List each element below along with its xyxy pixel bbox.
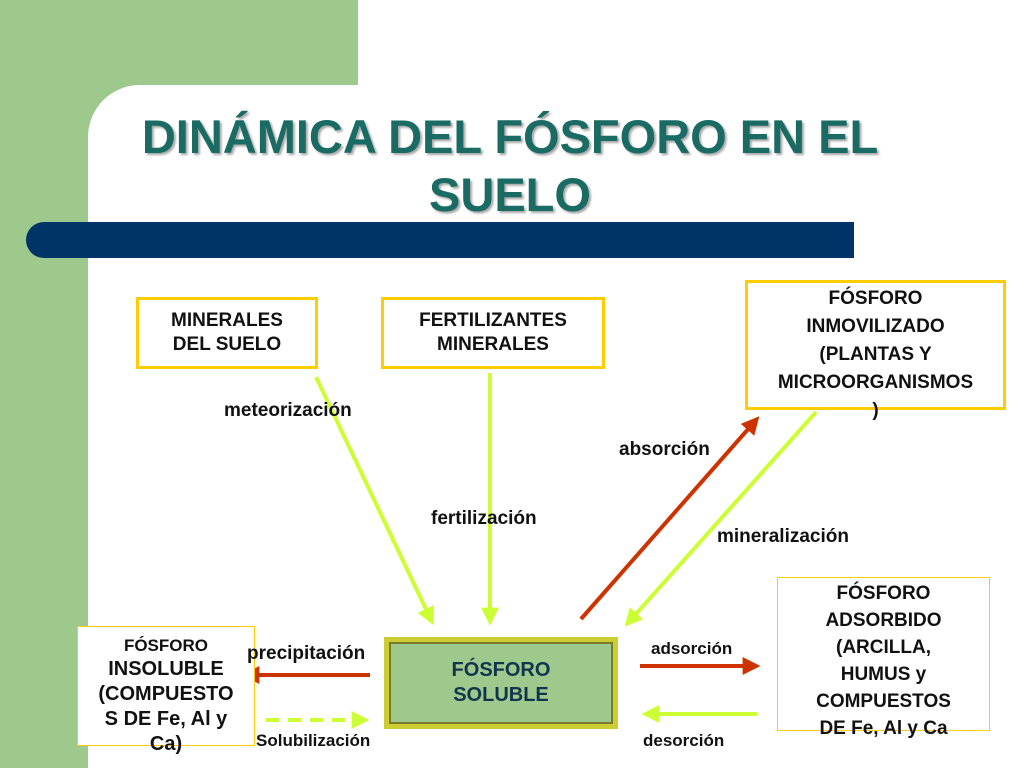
label-solubilizacion: Solubilización <box>256 731 371 750</box>
box-minerales-del-suelo: MINERALES DEL SUELO <box>136 297 318 369</box>
box-fosforo-insoluble: FÓSFORO INSOLUBLE (COMPUESTO S DE Fe, Al… <box>77 626 255 755</box>
box-minerales-label: MINERALES DEL SUELO <box>171 310 283 355</box>
label-mineralizacion: mineralización <box>717 526 849 547</box>
box-soluble-label: FÓSFORO SOLUBLE <box>389 642 613 724</box>
title-underline-bar <box>26 222 854 258</box>
box-inmovilizado-label: FÓSFORO INMOVILIZADO (PLANTAS Y MICROORG… <box>777 288 974 421</box>
label-desorcion: desorción <box>643 731 725 750</box>
label-adsorcion: adsorción <box>651 639 733 658</box>
box-insoluble-rest: INSOLUBLE (COMPUESTO S DE Fe, Al y Ca) <box>98 658 234 755</box>
box-fertilizantes-label: FERTILIZANTES MINERALES <box>419 310 567 355</box>
box-fosforo-soluble: FÓSFORO SOLUBLE <box>384 637 618 729</box>
arrow-absorcion <box>579 416 760 621</box>
label-absorcion: absorción <box>619 439 710 460</box>
box-fertilizantes-minerales: FERTILIZANTES MINERALES <box>381 297 605 369</box>
label-precipitacion: precipitación <box>247 643 366 664</box>
box-fosforo-adsorbido: FÓSFORO ADSORBIDO (ARCILLA, HUMUS y COMP… <box>777 577 990 739</box>
slide-title: DINÁMICA DEL FÓSFORO EN EL SUELO <box>141 110 879 221</box>
label-fertilizacion: fertilización <box>431 508 537 529</box>
box-adsorbido-label: FÓSFORO ADSORBIDO (ARCILLA, HUMUS y COMP… <box>816 583 951 739</box>
box-insoluble-first: FÓSFORO <box>123 636 209 655</box>
arrow-mineralizacion <box>624 410 818 627</box>
box-fosforo-inmovilizado: FÓSFORO INMOVILIZADO (PLANTAS Y MICROORG… <box>745 280 1006 421</box>
label-meteorizacion: meteorización <box>224 400 352 421</box>
arrow-meteorizacion <box>314 376 434 626</box>
